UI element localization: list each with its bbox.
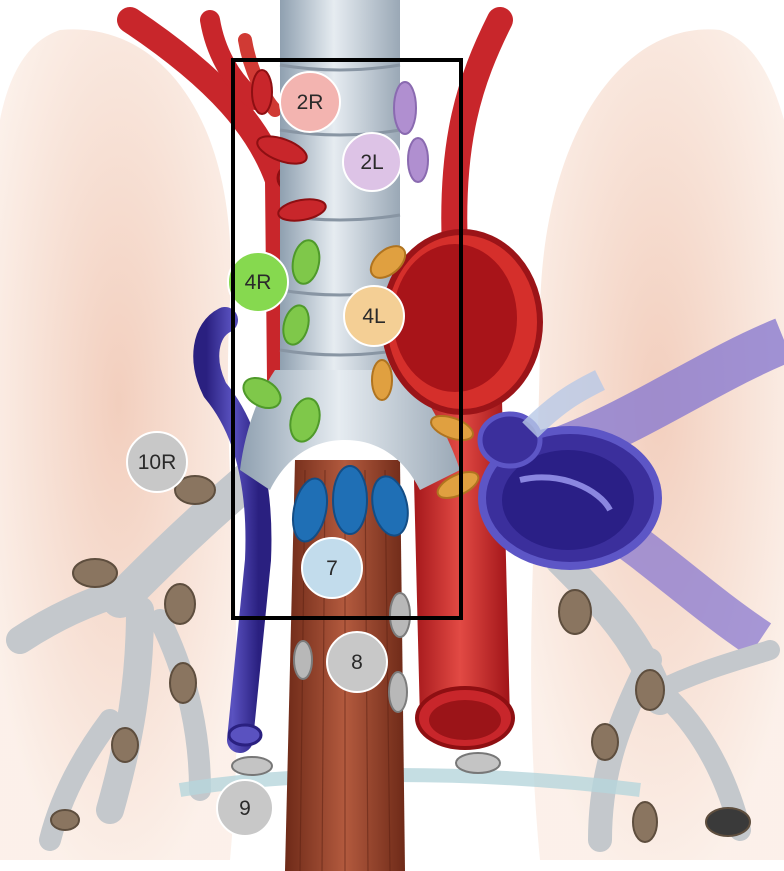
station-label: 7 xyxy=(326,557,338,580)
station-label: 2R xyxy=(297,91,324,114)
station-8: 8 xyxy=(327,632,387,692)
station-label: 2L xyxy=(360,151,383,174)
station-label: 10R xyxy=(138,451,177,474)
station-2r: 2R xyxy=(280,72,340,132)
station-2l: 2L xyxy=(343,133,401,191)
station-label: 4R xyxy=(245,271,272,294)
station-label: 9 xyxy=(239,797,251,820)
station-4r: 4R xyxy=(228,252,288,312)
station-4l: 4L xyxy=(344,286,404,346)
station-10r: 10R xyxy=(127,432,187,492)
station-7: 7 xyxy=(302,538,362,598)
station-label: 8 xyxy=(351,651,363,674)
station-label: 4L xyxy=(362,305,385,328)
station-9: 9 xyxy=(217,780,273,836)
